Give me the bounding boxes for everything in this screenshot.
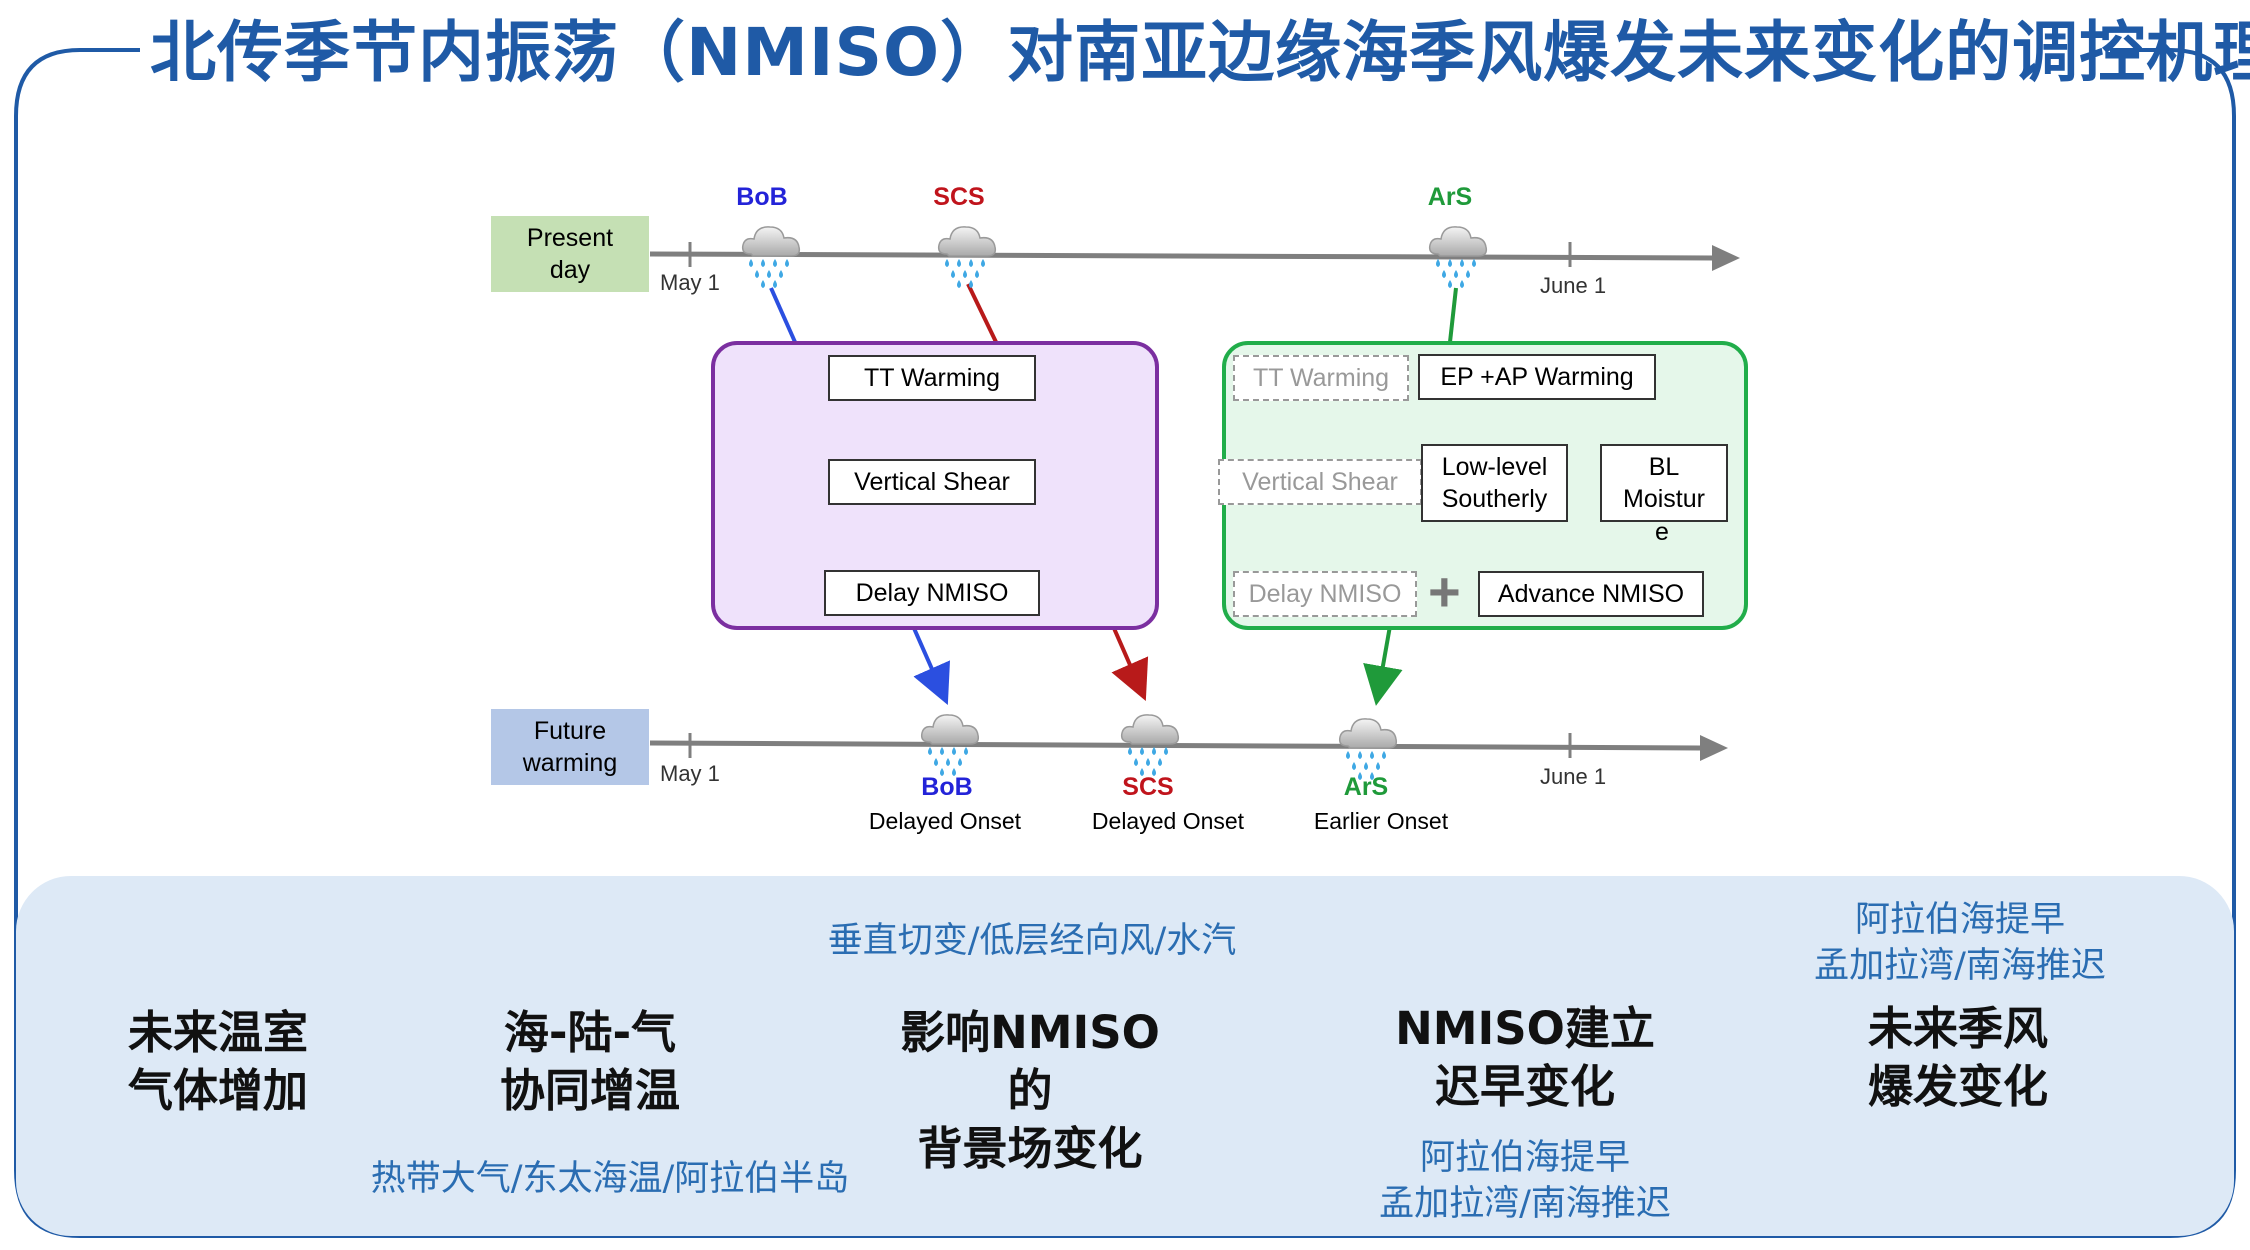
bob-onset-desc: Delayed Onset (868, 808, 1022, 834)
note-nmiso-change-line1: 阿拉伯海提早 (1419, 1138, 1630, 1178)
bl-line1: BL (1648, 453, 1680, 481)
rain-cloud-icon (1334, 710, 1404, 782)
bob-to-panel-connector (769, 287, 797, 343)
ars-to-panel-connector (1448, 287, 1458, 343)
rain-cloud-icon (916, 706, 986, 778)
flow-step-1-line1: 未来温室 (127, 1006, 308, 1059)
note-nmiso-change: 阿拉伯海提早 孟加拉湾/南海推迟 (1345, 1135, 1705, 1227)
present-start-tick: May 1 (660, 270, 720, 295)
future-warming-label: Future warming (491, 709, 649, 785)
flow-step-2: 海-陆-气 协同增温 (470, 1004, 710, 1120)
note-monsoon-change: 阿拉伯海提早 孟加拉湾/南海推迟 (1780, 897, 2140, 989)
bl-line2: Moistur (1623, 485, 1705, 513)
flow-step-1: 未来温室 气体增加 (98, 1004, 338, 1120)
panel-to-ars-future-arrow (1363, 625, 1403, 706)
delay-nmiso-faded-box: Delay NMISO (1233, 571, 1417, 617)
present-region-ars: ArS (1427, 183, 1473, 211)
flow-step-1-line2: 气体增加 (127, 1064, 308, 1117)
rain-cloud-icon (933, 218, 1003, 290)
rain-cloud-icon (737, 218, 807, 290)
future-region-ars: ArS (1343, 773, 1389, 801)
flow-step-3-line1: 影响NMISO的 (900, 1006, 1160, 1117)
summary-flow-panel (16, 876, 2234, 1236)
tt-warming-faded-box: TT Warming (1233, 355, 1409, 401)
vertical-shear-faded-box: Vertical Shear (1218, 459, 1422, 505)
flow-step-2-line2: 协同增温 (499, 1064, 680, 1117)
ars-onset-desc: Earlier Onset (1313, 808, 1449, 834)
note-background-factors: 热带大气/东太海温/阿拉伯半岛 (370, 1159, 850, 1199)
rain-cloud-icon (1424, 218, 1494, 290)
future-region-bob: BoB (921, 773, 973, 801)
present-region-bob: BoB (736, 183, 788, 211)
note-monsoon-change-line2: 孟加拉湾/南海推迟 (1814, 946, 2106, 986)
vertical-shear-box: Vertical Shear (828, 459, 1036, 505)
future-region-scs: SCS (1122, 773, 1174, 801)
frame-border (14, 48, 2236, 1238)
flow-step-3: 影响NMISO的 背景场变化 (880, 1004, 1180, 1178)
future-start-tick: May 1 (660, 761, 720, 786)
tt-warming-box: TT Warming (828, 355, 1036, 401)
flow-step-4: NMISO建立 迟早变化 (1385, 1000, 1665, 1116)
advance-nmiso-box: Advance NMISO (1478, 571, 1704, 617)
future-timeline-axis (649, 740, 1701, 751)
panel-to-bob-future-arrow (911, 625, 950, 705)
flow-step-3-line2: 背景场变化 (917, 1122, 1143, 1175)
scs-onset-desc: Delayed Onset (1091, 808, 1245, 834)
future-label-line1: Future (533, 717, 607, 745)
future-end-tick: June 1 (1540, 764, 1607, 789)
present-timeline-axis (649, 251, 1716, 261)
low-level-line2: Southerly (1441, 485, 1548, 513)
note-nmiso-change-line2: 孟加拉湾/南海推迟 (1379, 1184, 1671, 1224)
scs-to-panel-connector (966, 283, 998, 343)
low-level-southerly-box: Low-level Southerly (1421, 444, 1568, 522)
panel-to-scs-future-arrow (1111, 625, 1149, 701)
rain-cloud-icon (1116, 706, 1186, 778)
bl-overflow-text: e (1655, 518, 1669, 546)
flow-step-5: 未来季风 爆发变化 (1838, 1000, 2078, 1116)
delay-nmiso-box: Delay NMISO (824, 570, 1040, 616)
bl-moisture-box: BL Moistur (1600, 444, 1728, 522)
plus-icon: + (1428, 560, 1461, 623)
low-level-line1: Low-level (1441, 453, 1548, 481)
present-label-line2: day (549, 256, 591, 284)
present-end-tick: June 1 (1540, 273, 1607, 298)
flow-step-5-line2: 爆发变化 (1867, 1060, 2048, 1113)
future-label-line2: warming (522, 749, 618, 777)
flow-step-2-line1: 海-陆-气 (503, 1006, 677, 1059)
page-title: 北传季节内振荡（NMISO）对南亚边缘海季风爆发未来变化的调控机理 (150, 14, 2250, 91)
note-monsoon-change-line1: 阿拉伯海提早 (1854, 900, 2065, 940)
flow-step-5-line1: 未来季风 (1867, 1002, 2048, 1055)
present-region-scs: SCS (933, 183, 985, 211)
flow-step-4-line2: 迟早变化 (1434, 1060, 1615, 1113)
flow-step-4-line1: NMISO建立 (1395, 1002, 1655, 1055)
present-day-label: Present day (491, 216, 649, 292)
note-background-fields: 垂直切变/低层经向风/水汽 (827, 921, 1237, 961)
ep-ap-warming-box: EP +AP Warming (1418, 354, 1656, 400)
present-label-line1: Present (526, 224, 614, 252)
